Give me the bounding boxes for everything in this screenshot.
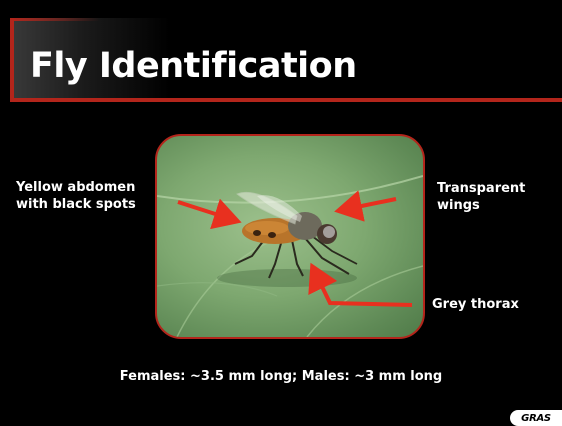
gras-logo: GRAS bbox=[510, 410, 562, 426]
abdomen-arrow bbox=[178, 202, 234, 220]
logo-text: GRAS bbox=[521, 413, 551, 424]
wings-arrow bbox=[342, 199, 396, 210]
size-caption: Females: ~3.5 mm long; Males: ~3 mm long bbox=[0, 369, 562, 384]
thorax-arrow bbox=[314, 270, 412, 305]
